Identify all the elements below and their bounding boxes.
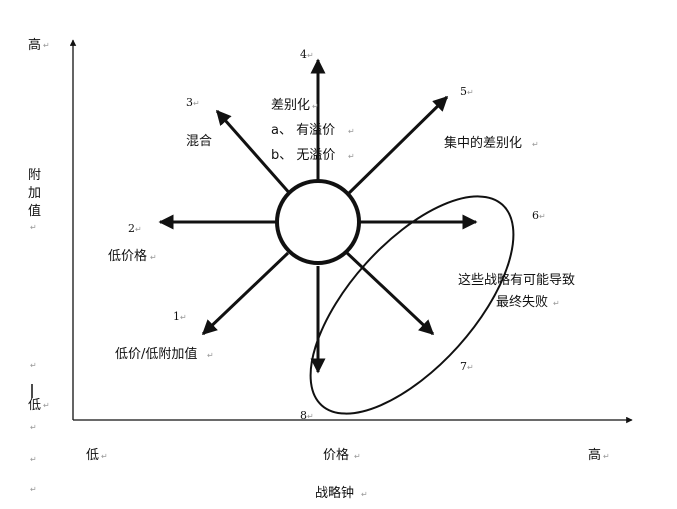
paragraph-mark: ↵ <box>307 51 314 60</box>
arrow-7-lower-right <box>344 250 435 336</box>
strategy-5-number: 5 <box>460 85 467 98</box>
failure-note-line-1: 这些战略有可能导致 <box>458 272 575 288</box>
x-axis-high-label: 高 <box>588 447 601 463</box>
x-axis-mid-label: 价格 <box>323 447 349 463</box>
paragraph-mark: ↵ <box>30 223 37 232</box>
failure-note-line-2: 最终失败 <box>496 294 548 310</box>
y-axis-high-label: 高 <box>28 37 41 53</box>
paragraph-mark: ↵ <box>30 455 37 464</box>
paragraph-mark: ↵ <box>207 351 214 360</box>
paragraph-marks: ↵ ↵ ↵ ↵ ↵ ↵ ↵ ↵ ↵ ↵ ↵ ↵ ↵ ↵ ↵ ↵ ↵ ↵ ↵ ↵ … <box>30 41 610 499</box>
strategy-4-option-b: b、 无溢价 <box>271 148 335 163</box>
y-axis-low-label: 低 <box>28 398 41 413</box>
strategy-3-number: 3 <box>186 96 193 109</box>
failure-zone-ellipse <box>309 195 515 415</box>
paragraph-mark: ↵ <box>101 452 108 461</box>
paragraph-mark: ↵ <box>354 452 361 461</box>
paragraph-mark: ↵ <box>361 490 368 499</box>
strategy-1-number: 1 <box>173 310 180 323</box>
paragraph-mark: ↵ <box>539 212 546 221</box>
paragraph-mark: ↵ <box>307 412 314 421</box>
diagram-title: 战略钟 <box>315 485 354 501</box>
paragraph-mark: ↵ <box>348 127 355 136</box>
clock-hub-circle <box>275 179 361 265</box>
strategy-3-name: 混合 <box>186 134 212 149</box>
strategy-2-name: 低价格 <box>108 248 147 264</box>
arrow-5-focused-differentiation <box>342 95 449 200</box>
arrow-1-low-price-low-value <box>201 251 290 336</box>
strategy-6-number: 6 <box>532 209 539 222</box>
paragraph-mark: ↵ <box>43 401 50 410</box>
paragraph-mark: ↵ <box>193 99 200 108</box>
y-axis-label-char-3: 值 <box>28 203 41 219</box>
strategy-8-number: 8 <box>300 409 307 422</box>
paragraph-mark: ↵ <box>312 102 319 111</box>
paragraph-mark: ↵ <box>43 41 50 50</box>
paragraph-mark: ↵ <box>467 363 474 372</box>
paragraph-mark: ↵ <box>150 253 157 262</box>
strategy-7-number: 7 <box>460 360 467 373</box>
paragraph-mark: ↵ <box>30 485 37 494</box>
paragraph-mark: ↵ <box>30 423 37 432</box>
strategy-2-number: 2 <box>128 222 135 235</box>
paragraph-mark: ↵ <box>553 299 560 308</box>
arrow-3-hybrid <box>215 109 294 197</box>
paragraph-mark: ↵ <box>30 361 37 370</box>
y-axis-label-char-1: 附 <box>28 168 41 183</box>
paragraph-mark: ↵ <box>203 138 210 147</box>
strategy-1-name: 低价/低附加值 <box>115 346 197 362</box>
paragraph-mark: ↵ <box>532 140 539 149</box>
paragraph-mark: ↵ <box>603 452 610 461</box>
strategy-arrows <box>158 58 478 374</box>
paragraph-mark: ↵ <box>180 313 187 322</box>
strategy-4-name: 差别化 <box>271 98 310 113</box>
x-axis-low-label: 低 <box>86 448 99 463</box>
paragraph-mark: ↵ <box>348 152 355 161</box>
strategy-5-name: 集中的差别化 <box>444 135 522 151</box>
strategy-4-option-a: a、 有溢价 <box>271 123 335 138</box>
paragraph-mark: ↵ <box>467 88 474 97</box>
y-axis-label-char-2: 加 <box>28 186 41 201</box>
paragraph-mark: ↵ <box>135 225 142 234</box>
strategy-4-number: 4 <box>300 48 307 61</box>
